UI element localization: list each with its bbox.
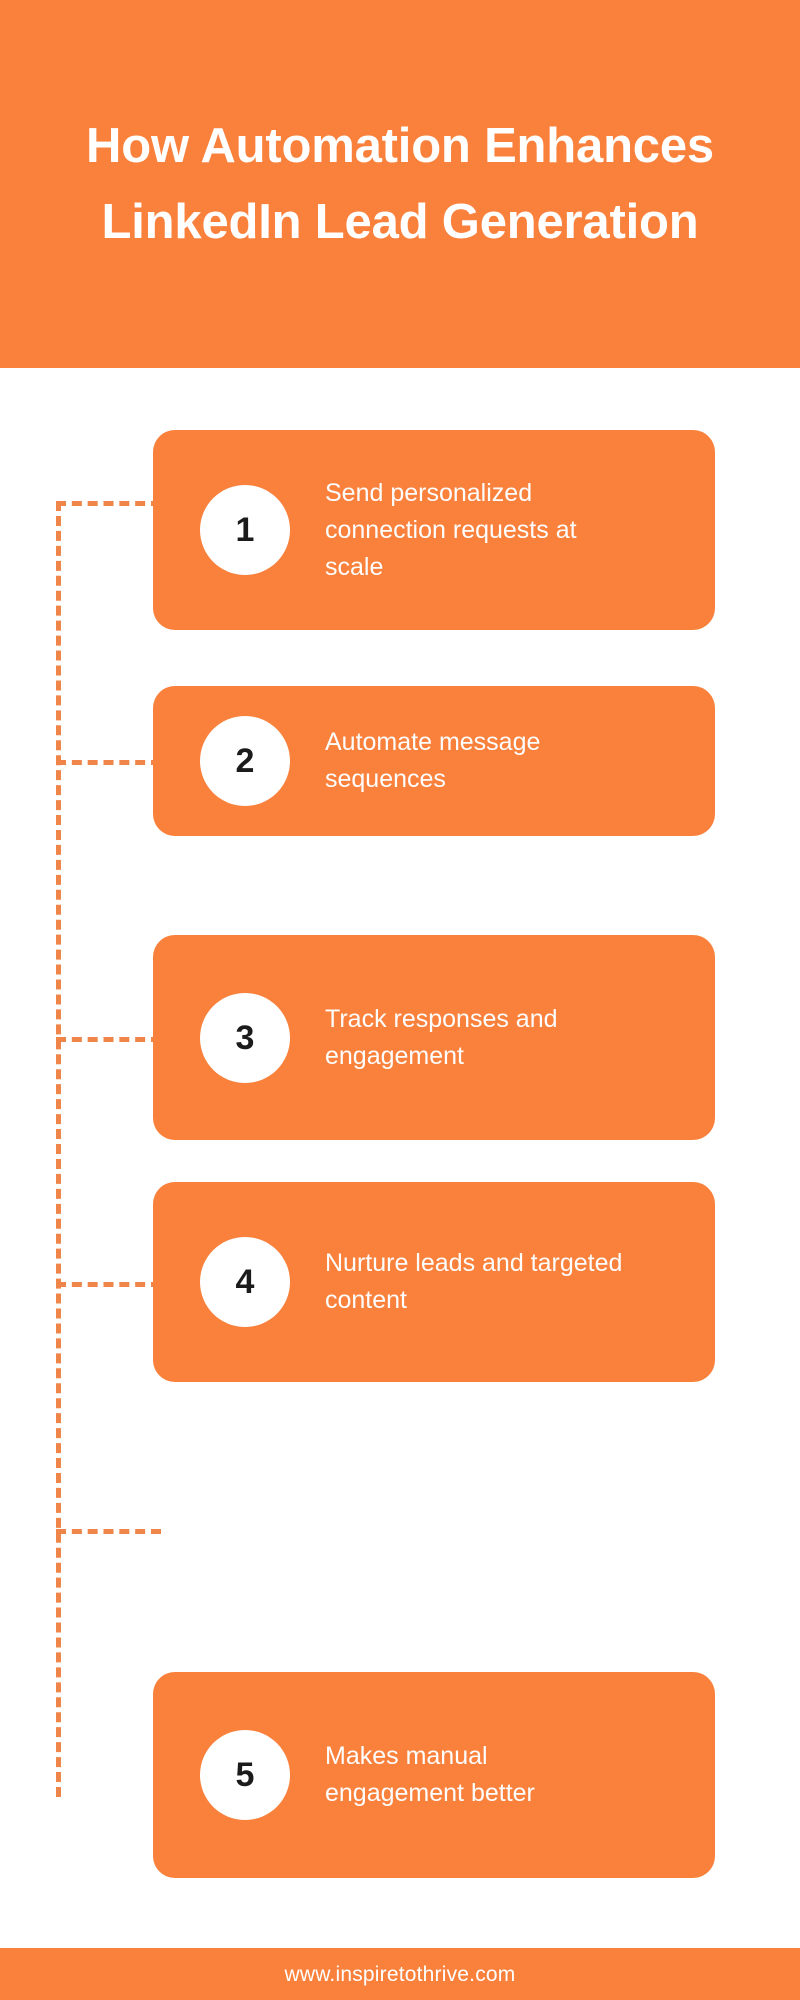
- connector-branch-step-1: [56, 501, 161, 506]
- step-number-badge: 1: [200, 485, 290, 575]
- page-title: How Automation Enhances LinkedIn Lead Ge…: [86, 119, 714, 249]
- step-description: Makes manual engagement better: [325, 1742, 535, 1807]
- footer-website-url[interactable]: www.inspiretothrive.com: [284, 1962, 516, 1986]
- step-card-4[interactable]: 4 Nurture leads and targeted content: [153, 1182, 715, 1382]
- header-banner: How Automation Enhances LinkedIn Lead Ge…: [0, 0, 800, 368]
- step-description: Nurture leads and targeted content: [325, 1249, 623, 1314]
- step-description: Send personalized connection requests at…: [325, 478, 577, 581]
- step-description: Track responses and engagement: [325, 1004, 558, 1070]
- step-card-2[interactable]: 2 Automate message sequences: [153, 686, 715, 836]
- step-description: Automate message sequences: [325, 728, 541, 793]
- steps-flow: 1 Send personalized connection requests …: [0, 368, 800, 1948]
- step-number-badge: 5: [200, 1730, 290, 1820]
- connector-branch-step-3: [56, 1037, 161, 1042]
- connector-branch-step-2: [56, 760, 161, 765]
- step-number-badge: 2: [200, 716, 290, 806]
- connector-spine-dashed-line: [56, 501, 61, 1797]
- step-number-badge: 3: [200, 992, 290, 1083]
- footer-banner: www.inspiretothrive.com: [0, 1948, 800, 2000]
- step-card-5[interactable]: 5 Makes manual engagement better: [153, 1672, 715, 1878]
- step-card-1[interactable]: 1 Send personalized connection requests …: [153, 430, 715, 630]
- connector-branch-step-5: [56, 1529, 161, 1534]
- step-number-badge: 4: [200, 1237, 290, 1327]
- step-card-3[interactable]: 3 Track responses and engagement: [153, 935, 715, 1140]
- connector-branch-step-4: [56, 1282, 161, 1287]
